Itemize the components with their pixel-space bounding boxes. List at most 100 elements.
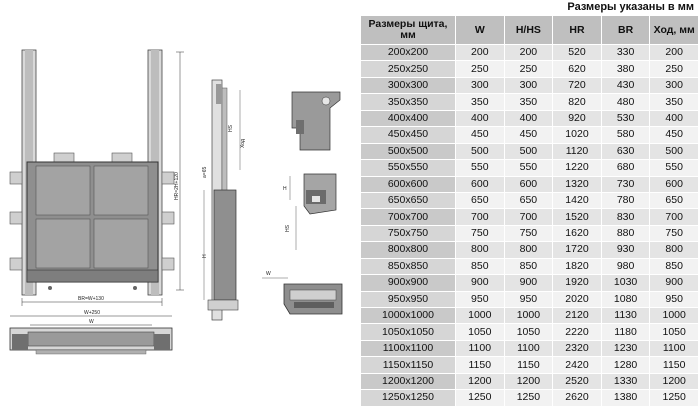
table-cell: 600 bbox=[504, 176, 553, 192]
table-cell: 450 bbox=[504, 127, 553, 143]
table-cell: 300 bbox=[456, 77, 504, 94]
table-cell: 1000 bbox=[504, 308, 553, 324]
w-plus-250-label: W+250 bbox=[84, 310, 100, 316]
gate-size-cell: 350x350 bbox=[361, 94, 455, 110]
table-cell: 650 bbox=[650, 192, 698, 209]
table-cell: 920 bbox=[553, 110, 601, 127]
table-cell: 1150 bbox=[504, 357, 553, 373]
table-cell: 300 bbox=[650, 77, 698, 94]
table-cell: 200 bbox=[456, 45, 504, 61]
table-cell: 500 bbox=[504, 143, 553, 160]
table-cell: 730 bbox=[601, 176, 650, 192]
table-cell: 780 bbox=[601, 192, 650, 209]
table-cell: 880 bbox=[601, 225, 650, 242]
h-detail-label: H bbox=[283, 186, 287, 192]
gate-size-cell: 600x600 bbox=[361, 176, 455, 192]
hs-detail-label: HS bbox=[285, 224, 291, 232]
table-cell: 1150 bbox=[650, 357, 698, 373]
table-cell: 450 bbox=[456, 127, 504, 143]
table-cell: 2320 bbox=[553, 340, 601, 357]
table-cell: 2520 bbox=[553, 373, 601, 390]
table-cell: 1030 bbox=[601, 275, 650, 291]
table-cell: 1380 bbox=[601, 390, 650, 406]
table-cell: 1100 bbox=[456, 340, 504, 357]
table-cell: 630 bbox=[601, 143, 650, 160]
table-cell: 350 bbox=[456, 94, 504, 110]
table-cell: 250 bbox=[504, 61, 553, 77]
table-cell: 1200 bbox=[650, 373, 698, 390]
table-cell: 550 bbox=[504, 160, 553, 176]
table-cell: 480 bbox=[601, 94, 650, 110]
table-cell: 1130 bbox=[601, 308, 650, 324]
table-cell: 1200 bbox=[504, 373, 553, 390]
table-cell: 300 bbox=[504, 77, 553, 94]
gate-size-cell: 650x650 bbox=[361, 192, 455, 209]
table-cell: 1620 bbox=[553, 225, 601, 242]
side-section-view: a=65 Ход H HS bbox=[202, 79, 246, 321]
table-cell: 250 bbox=[456, 61, 504, 77]
table-cell: 500 bbox=[456, 143, 504, 160]
gate-size-cell: 850x850 bbox=[361, 258, 455, 275]
table-cell: 530 bbox=[601, 110, 650, 127]
gate-size-cell: 1150x1150 bbox=[361, 357, 455, 373]
column-header: W bbox=[456, 16, 504, 44]
table-cell: 550 bbox=[456, 160, 504, 176]
table-cell: 680 bbox=[601, 160, 650, 176]
front-view: HR=2H+120 BR=W+130 bbox=[9, 49, 184, 306]
gate-size-cell: 750x750 bbox=[361, 225, 455, 242]
table-cell: 200 bbox=[650, 45, 698, 61]
table-cell: 2020 bbox=[553, 291, 601, 307]
table-cell: 1050 bbox=[504, 324, 553, 340]
table-cell: 950 bbox=[650, 291, 698, 307]
table-cell: 1150 bbox=[456, 357, 504, 373]
table-cell: 800 bbox=[456, 242, 504, 258]
table-cell: 1280 bbox=[601, 357, 650, 373]
table-cell: 1120 bbox=[553, 143, 601, 160]
table-cell: 1230 bbox=[601, 340, 650, 357]
table-cell: 980 bbox=[601, 258, 650, 275]
gate-size-cell: 500x500 bbox=[361, 143, 455, 160]
table-cell: 200 bbox=[504, 45, 553, 61]
table-cell: 380 bbox=[601, 61, 650, 77]
table-cell: 800 bbox=[650, 242, 698, 258]
table-cell: 850 bbox=[504, 258, 553, 275]
w-detail-label: W bbox=[266, 271, 271, 277]
table-cell: 350 bbox=[650, 94, 698, 110]
gate-size-cell: 1200x1200 bbox=[361, 373, 455, 390]
table-cell: 1100 bbox=[504, 340, 553, 357]
table-cell: 1000 bbox=[456, 308, 504, 324]
br-dimension-label: BR=W+130 bbox=[78, 296, 104, 302]
table-cell: 900 bbox=[650, 275, 698, 291]
units-caption: Размеры указаны в мм bbox=[567, 1, 694, 13]
a-dimension-label: a=65 bbox=[202, 167, 208, 178]
table-cell: 2120 bbox=[553, 308, 601, 324]
table-cell: 1250 bbox=[456, 390, 504, 406]
table-cell: 520 bbox=[553, 45, 601, 61]
column-header: Ход, мм bbox=[650, 16, 698, 44]
detail-top bbox=[291, 91, 341, 151]
table-cell: 850 bbox=[456, 258, 504, 275]
table-cell: 1180 bbox=[601, 324, 650, 340]
table-cell: 700 bbox=[504, 209, 553, 225]
table-cell: 720 bbox=[553, 77, 601, 94]
column-header: HR bbox=[553, 16, 601, 44]
table-cell: 600 bbox=[650, 176, 698, 192]
plan-view: W+250 W bbox=[9, 310, 173, 355]
gate-size-cell: 1050x1050 bbox=[361, 324, 455, 340]
